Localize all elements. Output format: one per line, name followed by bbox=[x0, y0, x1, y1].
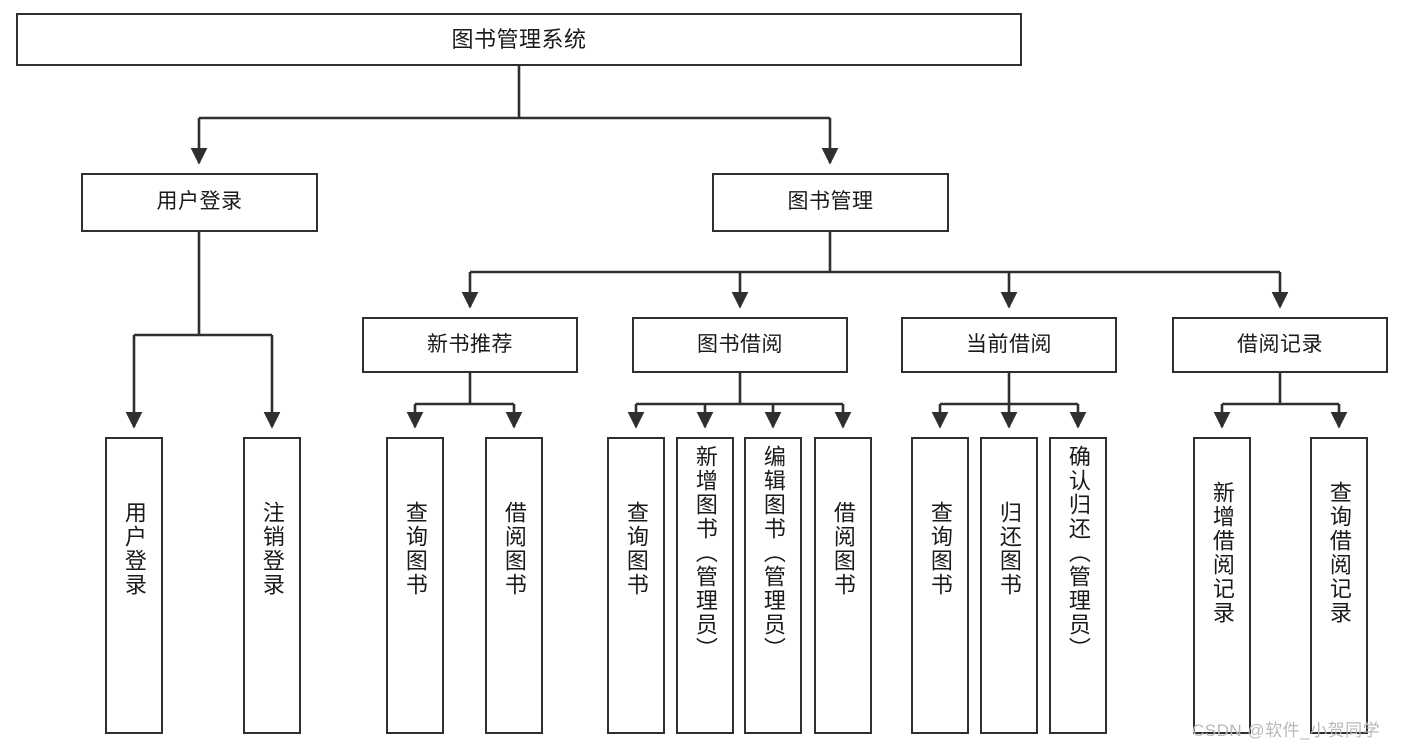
node-user-login-label: 用户登录 bbox=[156, 190, 243, 214]
node-leaf-logout[interactable]: 注销登录 bbox=[243, 437, 301, 734]
node-book-borrow-label: 图书借阅 bbox=[697, 332, 783, 356]
node-leaf-query-book-1[interactable]: 查询图书 bbox=[386, 437, 444, 734]
node-leaf-confirm-return-label: 确认归还（管理员） bbox=[1065, 445, 1091, 661]
node-leaf-return-book-label: 归还图书 bbox=[996, 501, 1022, 597]
node-leaf-query-record[interactable]: 查询借阅记录 bbox=[1310, 437, 1368, 734]
node-leaf-borrow-book-2-label: 借阅图书 bbox=[830, 501, 856, 597]
node-leaf-borrow-book-1-label: 借阅图书 bbox=[501, 501, 527, 597]
node-book-borrow[interactable]: 图书借阅 bbox=[632, 317, 848, 373]
node-leaf-add-book[interactable]: 新增图书（管理员） bbox=[676, 437, 734, 734]
node-book-manage-label: 图书管理 bbox=[787, 190, 874, 214]
node-current-borrow-label: 当前借阅 bbox=[966, 332, 1052, 356]
node-current-borrow[interactable]: 当前借阅 bbox=[901, 317, 1117, 373]
node-leaf-query-book-3[interactable]: 查询图书 bbox=[911, 437, 969, 734]
node-leaf-user-login[interactable]: 用户登录 bbox=[105, 437, 163, 734]
node-leaf-add-record-label: 新增借阅记录 bbox=[1209, 481, 1235, 625]
node-leaf-query-record-label: 查询借阅记录 bbox=[1326, 481, 1352, 625]
node-user-login[interactable]: 用户登录 bbox=[81, 173, 318, 232]
node-leaf-user-login-label: 用户登录 bbox=[121, 501, 147, 597]
node-leaf-query-book-3-label: 查询图书 bbox=[927, 501, 953, 597]
node-leaf-confirm-return[interactable]: 确认归还（管理员） bbox=[1049, 437, 1107, 734]
node-leaf-query-book-2[interactable]: 查询图书 bbox=[607, 437, 665, 734]
node-borrow-record-label: 借阅记录 bbox=[1237, 332, 1323, 356]
node-leaf-add-record[interactable]: 新增借阅记录 bbox=[1193, 437, 1251, 734]
node-new-book-recommend-label: 新书推荐 bbox=[427, 332, 513, 356]
node-book-manage[interactable]: 图书管理 bbox=[712, 173, 949, 232]
node-leaf-logout-label: 注销登录 bbox=[259, 501, 285, 597]
node-new-book-recommend[interactable]: 新书推荐 bbox=[362, 317, 578, 373]
node-leaf-return-book[interactable]: 归还图书 bbox=[980, 437, 1038, 734]
csdn-watermark: CSDN @软件_小贺同学 bbox=[1192, 721, 1381, 740]
node-root[interactable]: 图书管理系统 bbox=[16, 13, 1022, 66]
node-leaf-edit-book[interactable]: 编辑图书（管理员） bbox=[744, 437, 802, 734]
node-leaf-query-book-2-label: 查询图书 bbox=[623, 501, 649, 597]
node-leaf-borrow-book-1[interactable]: 借阅图书 bbox=[485, 437, 543, 734]
node-leaf-edit-book-label: 编辑图书（管理员） bbox=[760, 445, 786, 661]
node-root-label: 图书管理系统 bbox=[451, 26, 587, 52]
node-leaf-borrow-book-2[interactable]: 借阅图书 bbox=[814, 437, 872, 734]
node-leaf-query-book-1-label: 查询图书 bbox=[402, 501, 428, 597]
node-borrow-record[interactable]: 借阅记录 bbox=[1172, 317, 1388, 373]
node-leaf-add-book-label: 新增图书（管理员） bbox=[692, 445, 718, 661]
